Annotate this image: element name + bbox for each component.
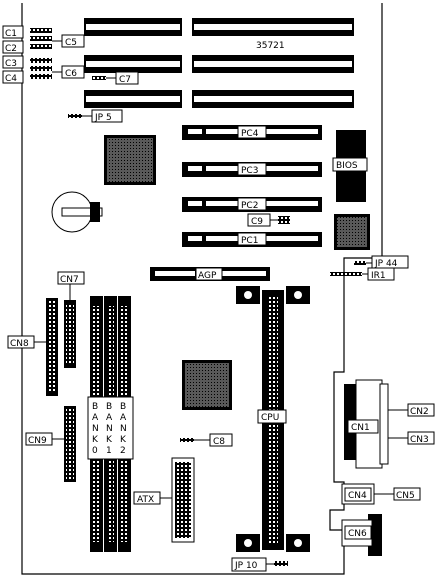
svg-text:CN6: CN6 [348, 529, 367, 539]
svg-text:CPU: CPU [261, 413, 279, 423]
svg-text:B: B [106, 402, 112, 412]
svg-text:CN5: CN5 [396, 491, 415, 501]
label-jp5: JP 5 [68, 109, 123, 123]
svg-text:CN4: CN4 [348, 491, 367, 501]
bank-label-1: B A N K 1 [106, 402, 113, 456]
svg-text:K: K [106, 435, 113, 445]
svg-text:CN3: CN3 [410, 435, 429, 445]
svg-text:K: K [92, 435, 99, 445]
svg-text:PC2: PC2 [241, 201, 258, 211]
connector-cn2: CN2 [388, 403, 435, 417]
pci-slot-pc1: PC1 [182, 232, 322, 247]
svg-text:B: B [120, 402, 126, 412]
connector-cn7: CN7 [57, 271, 85, 368]
connector-cn5: CN5 [374, 487, 421, 501]
svg-text:0: 0 [92, 446, 98, 456]
svg-text:A: A [106, 413, 113, 423]
board-part-number: 35721 [256, 41, 285, 51]
agp-slot: AGP [150, 267, 270, 281]
svg-text:PC3: PC3 [241, 166, 258, 176]
svg-text:CN8: CN8 [10, 339, 29, 349]
label-ir1: IR1 [330, 267, 395, 281]
label-c1: C1 [2, 25, 24, 39]
svg-text:CN7: CN7 [60, 275, 79, 285]
svg-text:JP 10: JP 10 [234, 561, 258, 571]
svg-text:IR1: IR1 [371, 271, 386, 281]
label-c6: C6 [52, 65, 85, 79]
svg-text:B: B [92, 402, 98, 412]
capacitor-header-pins [30, 28, 52, 79]
cpu-slot: CPU [236, 286, 310, 552]
connector-cn8: CN8 [7, 298, 58, 396]
svg-text:C6: C6 [65, 69, 77, 79]
svg-text:CN1: CN1 [351, 423, 370, 433]
atx-power-connector: ATX [133, 457, 195, 543]
svg-text:C7: C7 [119, 75, 131, 85]
svg-text:C5: C5 [65, 38, 77, 48]
svg-text:JP 5: JP 5 [94, 113, 112, 123]
svg-text:N: N [106, 424, 113, 434]
pci-slot-pc2: PC2 [182, 197, 322, 212]
label-c5: C5 [52, 34, 85, 48]
svg-text:BIOS: BIOS [336, 161, 358, 171]
pci-slot-pc3: PC3 [182, 162, 322, 177]
svg-text:C9: C9 [251, 217, 263, 227]
svg-text:K: K [120, 435, 127, 445]
connector-cn3: CN3 [388, 431, 435, 445]
label-c7: C7 [92, 71, 139, 85]
svg-text:C1: C1 [5, 29, 17, 39]
board-outline [21, 3, 383, 575]
svg-text:A: A [120, 413, 127, 423]
label-jp10: JP 10 [231, 557, 288, 572]
label-c4: C4 [2, 70, 24, 84]
svg-text:1: 1 [106, 446, 112, 456]
svg-text:N: N [92, 424, 99, 434]
svg-text:AGP: AGP [198, 271, 217, 281]
label-c8: C8 [180, 433, 233, 447]
bank-label-box [87, 396, 134, 460]
label-c9: C9 [247, 213, 290, 227]
bank-label-0: B A N K 0 [92, 402, 99, 456]
connector-cn6: CN6 [341, 514, 382, 556]
svg-text:CN9: CN9 [28, 436, 47, 446]
svg-text:PC1: PC1 [241, 236, 258, 246]
svg-text:C3: C3 [5, 59, 17, 69]
svg-text:A: A [92, 413, 99, 423]
pci-slot-pc4: PC4 [182, 125, 322, 140]
connector-cn4: CN4 [341, 483, 375, 505]
svg-text:PC4: PC4 [241, 129, 259, 139]
svg-text:CN2: CN2 [410, 407, 429, 417]
svg-text:C8: C8 [213, 437, 225, 447]
isa-slots [84, 18, 354, 108]
svg-text:N: N [120, 424, 127, 434]
label-c3: C3 [2, 55, 24, 69]
battery [51, 191, 103, 233]
svg-text:C4: C4 [5, 74, 17, 84]
connector-cn1: CN1 [344, 379, 389, 469]
svg-text:2: 2 [120, 446, 126, 456]
label-bios: BIOS [332, 157, 368, 172]
svg-text:JP 44: JP 44 [374, 259, 398, 269]
connector-cn9: CN9 [25, 406, 76, 482]
svg-text:ATX: ATX [137, 495, 154, 505]
svg-text:C2: C2 [5, 44, 17, 54]
label-jp44: JP 44 [354, 255, 409, 269]
label-c2: C2 [2, 40, 24, 54]
bank-label-2: B A N K 2 [120, 402, 127, 456]
